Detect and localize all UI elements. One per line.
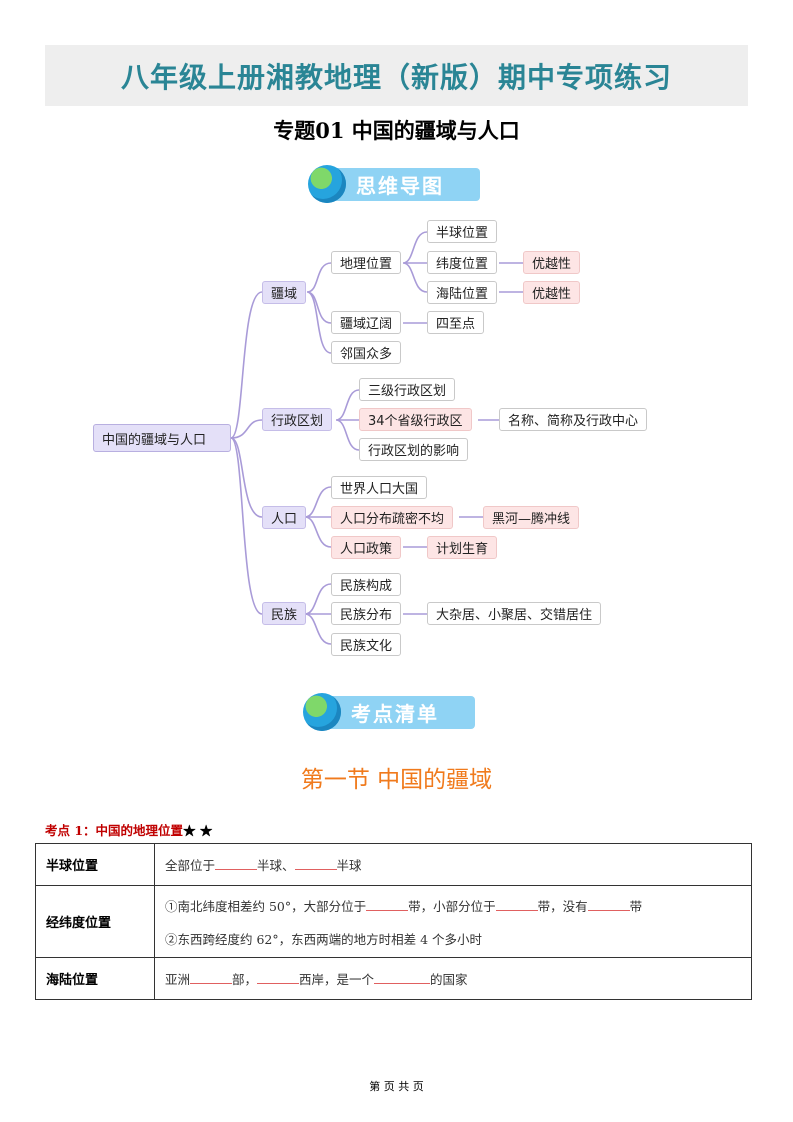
fill-blank[interactable] [495, 898, 538, 911]
connector [230, 437, 263, 615]
fill-blank[interactable] [587, 898, 630, 911]
text: 亚洲 [165, 972, 191, 987]
text: 带 [629, 898, 643, 914]
node-zaju: 大杂居、小聚居、交错居住 [427, 602, 602, 625]
connector [230, 419, 263, 439]
section-title: 第一节 中国的疆域 [300, 767, 493, 793]
fill-blank[interactable] [294, 857, 337, 870]
mindmap-root: 中国的疆域与人口 [93, 424, 231, 452]
node-mingcheng: 名称、简称及行政中心 [499, 408, 648, 431]
row-header: 半球位置 [35, 843, 155, 886]
key-point-label: 考点 1：中国的地理位置 [45, 823, 184, 838]
title-banner: 八年级上册湘教地理（新版）期中专项练习 [45, 45, 748, 106]
row-header: 海陆位置 [35, 957, 155, 1000]
connector [304, 486, 483, 548]
connector [230, 437, 263, 518]
node-wenhua: 民族文化 [331, 633, 402, 656]
node-weidu: 纬度位置 [427, 251, 498, 274]
text: ①南北纬度相差约 50°，大部分位于 [165, 898, 367, 914]
mindmap-banner-label: 思维导图 [330, 168, 480, 201]
connector [304, 583, 427, 645]
connector [306, 262, 332, 354]
page-title: 八年级上册湘教地理（新版）期中专项练习 [120, 60, 672, 94]
node-sheng: 34个省级行政区 [359, 408, 472, 431]
table-row: 海陆位置 亚洲 部， 西岸，是一个 的国家 [35, 957, 752, 1000]
fill-blank[interactable] [215, 857, 258, 870]
text: 西岸，是一个 [299, 972, 375, 987]
fill-blank[interactable] [366, 898, 409, 911]
node-minzu: 民族 [262, 602, 307, 625]
node-sanji: 三级行政区划 [359, 378, 456, 401]
row-content: 全部位于 半球、 半球 [154, 843, 752, 886]
key-point-table: 半球位置 全部位于 半球、 半球 经纬度位置 ①南北纬度相差约 50°，大部分位于 带… [35, 843, 752, 1000]
row-content: 亚洲 部， 西岸，是一个 的国家 [154, 957, 752, 1000]
row-header: 经纬度位置 [35, 885, 155, 958]
node-dili: 地理位置 [331, 251, 402, 274]
key-point-title: 考点 1：中国的地理位置★ ★ [45, 820, 212, 839]
node-liaokuo: 疆域辽阔 [331, 311, 402, 334]
node-xingzheng: 行政区划 [262, 408, 333, 431]
node-zhengce: 人口政策 [331, 536, 402, 559]
globe-icon [303, 693, 341, 731]
node-linguo: 邻国众多 [331, 341, 402, 364]
node-renkou: 人口 [262, 506, 307, 529]
node-banqiu: 半球位置 [427, 220, 498, 243]
node-youyue-2: 优越性 [523, 281, 581, 304]
checklist-banner-label: 考点清单 [325, 696, 475, 729]
mindmap-banner: 思维导图 [308, 165, 483, 203]
connector [402, 231, 428, 293]
node-youyue-1: 优越性 [523, 251, 581, 274]
fill-blank[interactable] [190, 971, 233, 984]
text: 带，没有 [537, 898, 588, 914]
connector [230, 291, 263, 439]
text: 带，小部分位于 [408, 898, 496, 914]
fill-blank[interactable] [374, 971, 431, 984]
page-footer: 第 页 共 页 [369, 1080, 424, 1093]
node-jihua: 计划生育 [427, 536, 498, 559]
checklist-banner: 考点清单 [303, 693, 478, 731]
text: ②东西跨经度约 62°，东西两端的地方时相差 4 个多小时 [165, 931, 483, 947]
mindmap-connectors [230, 231, 523, 645]
topic-subtitle: 专题01 中国的疆域与人口 [273, 118, 520, 143]
node-heihe: 黑河—腾冲线 [483, 506, 580, 529]
text: 的国家 [430, 972, 468, 987]
table-row: 半球位置 全部位于 半球、 半球 [35, 843, 752, 886]
node-mzfenbu: 民族分布 [331, 602, 402, 625]
fill-blank[interactable] [257, 971, 300, 984]
node-hailu: 海陆位置 [427, 281, 498, 304]
connector [403, 262, 523, 324]
node-fenbu: 人口分布疏密不均 [331, 506, 454, 529]
text: 半球、 [257, 858, 295, 873]
text: 半球 [336, 858, 362, 873]
star-rating: ★ ★ [183, 823, 213, 838]
node-goucheng: 民族构成 [331, 573, 402, 596]
table-row: 经纬度位置 ①南北纬度相差约 50°，大部分位于 带，小部分位于 带，没有 带 ②东西… [35, 885, 752, 958]
node-sizhi: 四至点 [427, 311, 485, 334]
node-yingxiang: 行政区划的影响 [359, 438, 469, 461]
text: 全部位于 [165, 858, 216, 873]
node-daguo: 世界人口大国 [331, 476, 428, 499]
globe-icon [308, 165, 346, 203]
node-jiangyu: 疆域 [262, 281, 307, 304]
row-content: ①南北纬度相差约 50°，大部分位于 带，小部分位于 带，没有 带 ②东西跨经度约 6… [154, 885, 752, 958]
text: 部， [232, 972, 258, 987]
connector [335, 389, 499, 451]
